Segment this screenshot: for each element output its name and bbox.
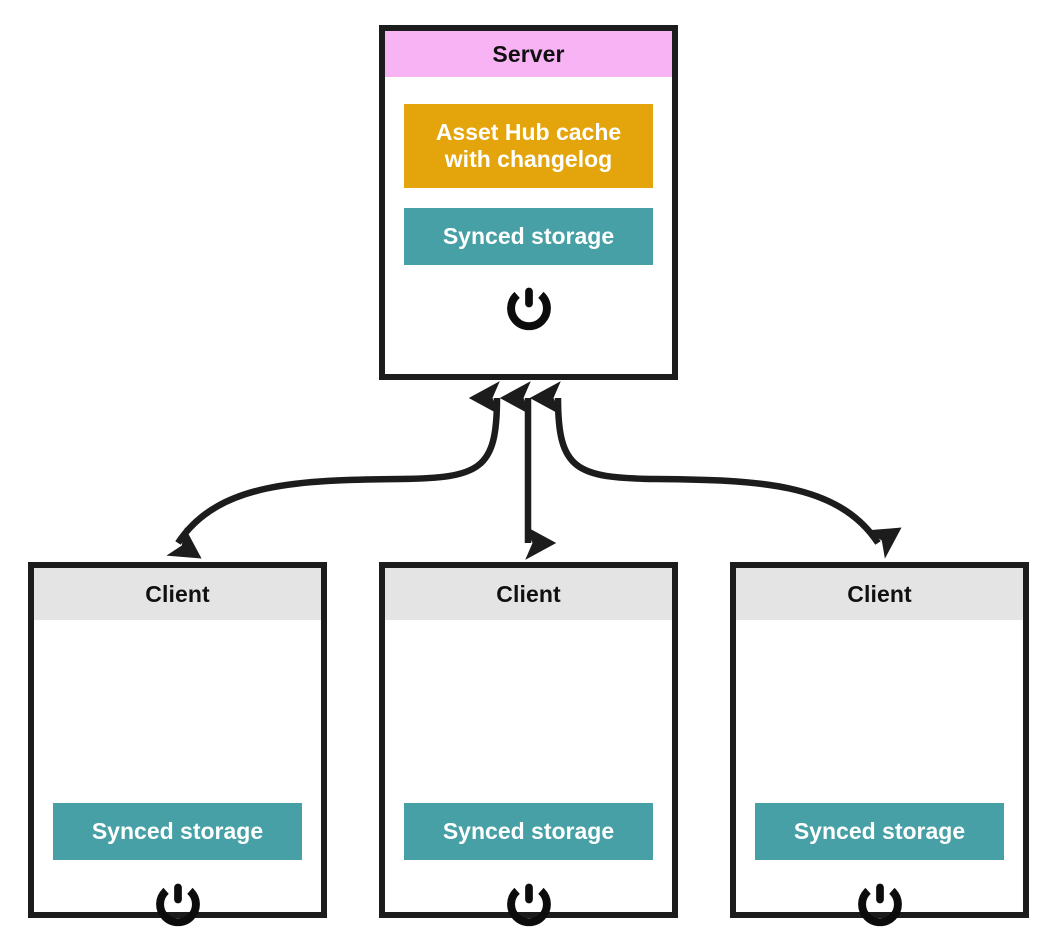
client-1-body: Synced storage <box>385 620 672 927</box>
connector-server-client-left <box>166 381 501 559</box>
client-0-body: Synced storage <box>34 620 321 927</box>
client-2-synced-storage-label: Synced storage <box>793 817 966 844</box>
server-title: Server <box>492 40 565 67</box>
client-0-title: Client <box>145 580 210 607</box>
power-icon <box>855 879 905 929</box>
power-icon <box>504 879 554 929</box>
power-icon <box>504 283 554 333</box>
client-0-synced-storage-label: Synced storage <box>91 817 264 844</box>
power-icon <box>153 879 203 929</box>
cache-label-line-2: with changelog <box>444 146 613 172</box>
client-1-synced-storage-bar: Synced storage <box>404 803 653 860</box>
server-synced-storage-bar: Synced storage <box>404 208 653 265</box>
client-0-header: Client <box>34 568 321 620</box>
client-1-header: Client <box>385 568 672 620</box>
client-node-2: Client Synced storage <box>730 562 1029 927</box>
client-1-synced-storage-label: Synced storage <box>442 817 615 844</box>
server-header: Server <box>385 31 672 77</box>
server-synced-storage-label: Synced storage <box>442 222 615 249</box>
client-2-body: Synced storage <box>736 620 1023 927</box>
client-1-title: Client <box>496 580 561 607</box>
server-node: Server Asset Hub cache with changelog Sy… <box>379 25 678 380</box>
connector-server-client-right <box>529 381 902 559</box>
asset-hub-cache-bar: Asset Hub cache with changelog <box>404 104 653 188</box>
asset-hub-cache-label: Asset Hub cache with changelog <box>436 119 621 173</box>
server-body: Asset Hub cache with changelog Synced st… <box>385 77 672 374</box>
client-node-1: Client Synced storage <box>379 562 678 927</box>
cache-label-line-1: Asset Hub cache <box>435 118 622 145</box>
client-2-title: Client <box>847 580 912 607</box>
client-0-synced-storage-bar: Synced storage <box>53 803 302 860</box>
client-2-synced-storage-bar: Synced storage <box>755 803 1004 860</box>
client-2-header: Client <box>736 568 1023 620</box>
client-node-0: Client Synced storage <box>28 562 327 927</box>
